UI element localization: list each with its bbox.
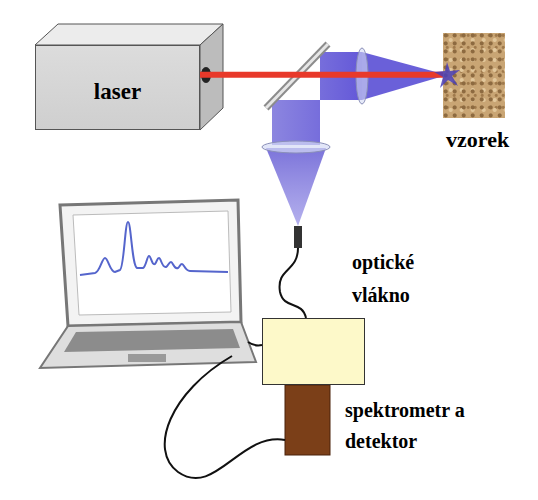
node-label: spektrometr a detektor (345, 395, 469, 457)
spectrometer-box: spektrometr a detektor (262, 318, 365, 385)
focused-light-cone (266, 148, 326, 226)
optical-fiber (280, 248, 306, 318)
node-label: vzorek (446, 127, 509, 153)
detector-block (285, 385, 330, 455)
fiber-tip (294, 226, 302, 248)
sample-lens (356, 48, 368, 104)
laptop-touchpad (128, 354, 166, 362)
laptop-screen-frame (60, 200, 241, 326)
sample-block: vzorek (443, 33, 505, 118)
laptop-screen (73, 211, 231, 315)
spectrum-curve (80, 222, 228, 275)
laser-aperture (201, 67, 211, 83)
focusing-lens (262, 141, 330, 153)
fiber-label: optické vlákno (352, 246, 452, 312)
dichroic-mirror-face (266, 44, 328, 108)
laser-top-face (35, 24, 223, 45)
laser-side-face (200, 24, 223, 130)
laptop-keyboard (64, 329, 240, 352)
dichroic-mirror (266, 44, 328, 108)
node-label: laser (94, 79, 141, 105)
collected-light-cone (362, 52, 447, 100)
laptop-cable (248, 342, 262, 346)
collected-light-beam (272, 52, 362, 145)
laser-beam (200, 72, 443, 78)
laser-box: laser (35, 45, 200, 130)
